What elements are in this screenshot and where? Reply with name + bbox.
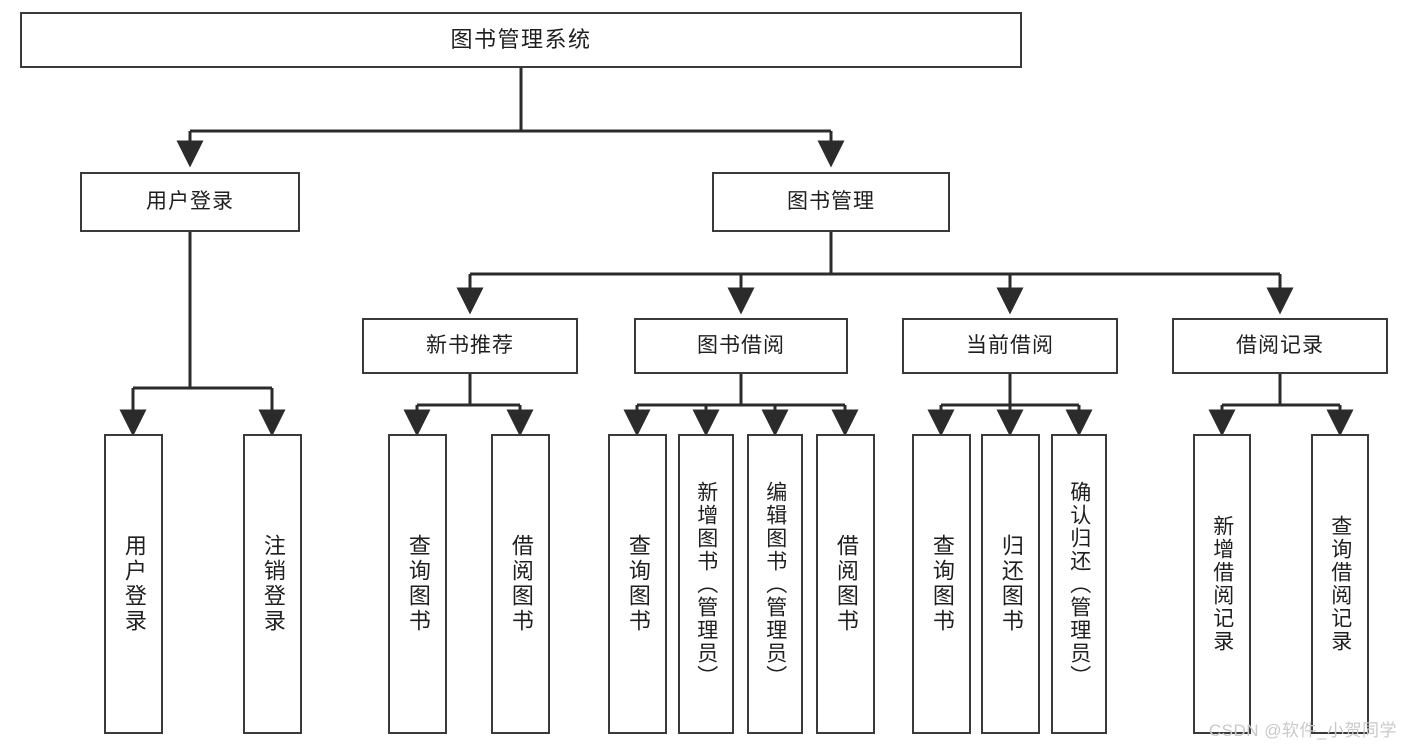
node-label: 新增图书（管理员） — [694, 480, 718, 688]
node-label: 查询图书 — [929, 534, 955, 634]
node-label: 图书管理 — [787, 189, 875, 213]
node-label: 借阅记录 — [1236, 333, 1324, 357]
node-leaf-borrow-book-recommend[interactable]: 借阅图书 — [491, 434, 550, 734]
node-leaf-borrow-book[interactable]: 借阅图书 — [816, 434, 875, 734]
node-leaf-add-borrow-record[interactable]: 新增借阅记录 — [1193, 434, 1251, 734]
node-label: 新增借阅记录 — [1210, 515, 1234, 653]
node-leaf-add-book[interactable]: 新增图书（管理员） — [678, 434, 734, 734]
node-current-borrow[interactable]: 当前借阅 — [902, 318, 1118, 374]
node-leaf-query-book-current[interactable]: 查询图书 — [912, 434, 971, 734]
node-label: 注销登录 — [260, 534, 286, 634]
node-leaf-return-book[interactable]: 归还图书 — [981, 434, 1040, 734]
node-leaf-user-login[interactable]: 用户登录 — [104, 434, 163, 734]
node-label: 查询图书 — [625, 534, 651, 634]
node-label: 确认归还（管理员） — [1067, 480, 1091, 688]
node-label: 查询图书 — [405, 534, 431, 634]
node-label: 用户登录 — [146, 189, 234, 213]
node-label: 图书借阅 — [697, 333, 785, 357]
node-label: 归还图书 — [998, 534, 1024, 634]
node-leaf-query-book-borrow[interactable]: 查询图书 — [608, 434, 667, 734]
node-label: 查询借阅记录 — [1328, 515, 1352, 653]
node-label: 编辑图书（管理员） — [763, 480, 787, 688]
csdn-watermark: CSDN @软件_小贺同学 — [1208, 721, 1397, 740]
node-leaf-edit-book[interactable]: 编辑图书（管理员） — [747, 434, 803, 734]
node-root-system[interactable]: 图书管理系统 — [20, 12, 1022, 68]
node-label: 用户登录 — [121, 534, 147, 634]
node-user-login[interactable]: 用户登录 — [80, 172, 300, 232]
node-label: 借阅图书 — [833, 534, 859, 634]
node-borrow-record[interactable]: 借阅记录 — [1172, 318, 1388, 374]
node-label: 图书管理系统 — [450, 27, 592, 53]
node-label: 新书推荐 — [426, 333, 514, 357]
node-leaf-logout-login[interactable]: 注销登录 — [243, 434, 302, 734]
node-label: 借阅图书 — [508, 534, 534, 634]
node-leaf-confirm-return[interactable]: 确认归还（管理员） — [1051, 434, 1107, 734]
node-leaf-query-borrow-record[interactable]: 查询借阅记录 — [1311, 434, 1369, 734]
node-book-borrow[interactable]: 图书借阅 — [634, 318, 848, 374]
node-new-book-recommend[interactable]: 新书推荐 — [362, 318, 578, 374]
node-leaf-query-book-recommend[interactable]: 查询图书 — [388, 434, 447, 734]
node-book-manage[interactable]: 图书管理 — [712, 172, 950, 232]
node-label: 当前借阅 — [966, 333, 1054, 357]
